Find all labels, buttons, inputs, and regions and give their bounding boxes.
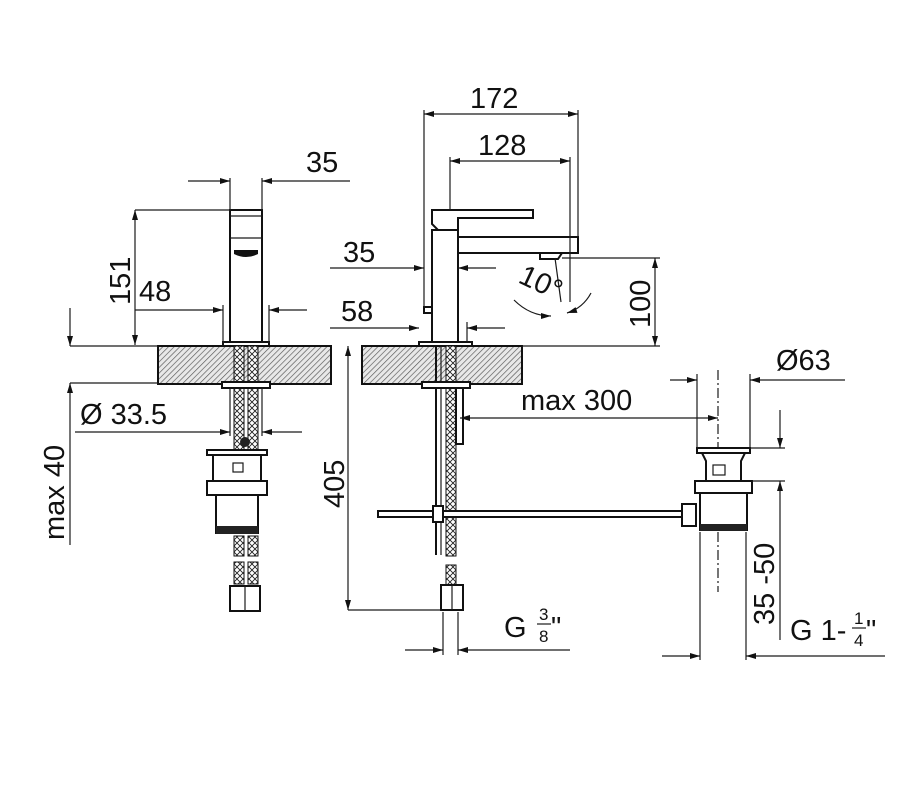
dimension-height: 151	[105, 209, 230, 345]
label-48: 48	[139, 276, 171, 308]
waste-valve	[694, 370, 753, 592]
label-fraction-num: 3	[539, 605, 548, 624]
dimension-waste-diameter: Ø63	[670, 345, 845, 448]
dimension-spout-reach: 128	[449, 130, 571, 302]
dimension-base-width: 48	[135, 276, 307, 345]
hoses-side	[206, 345, 271, 612]
pop-up-rod	[377, 503, 697, 527]
label-172: 172	[470, 83, 518, 115]
dimension-adjust-range: 35 -50	[749, 410, 785, 640]
label-35: 35	[306, 147, 338, 179]
label-58: 58	[341, 296, 373, 328]
hoses-front	[421, 345, 471, 611]
label-inch: "	[551, 612, 561, 644]
label-g: G	[504, 612, 527, 644]
label-max-300: max 300	[521, 385, 632, 417]
label-10-degrees: 10°	[514, 259, 567, 307]
dimension-hose-length: 405	[319, 346, 441, 611]
dimension-spout-angle: 10°	[513, 257, 592, 319]
label-inch: "	[866, 615, 876, 647]
label-128: 128	[478, 130, 526, 162]
faucet-side	[222, 209, 270, 348]
dimension-body-width: 35	[330, 237, 496, 271]
label-fraction-den: 4	[854, 631, 863, 650]
label-hole-diameter: Ø 33.5	[80, 399, 167, 431]
dimension-waste-distance: max 300	[460, 385, 718, 421]
dimension-connection-thread: G 3 8 "	[405, 605, 570, 655]
dimension-counter-thickness: max 40	[39, 308, 158, 545]
faucet-front	[418, 209, 579, 348]
front-view: 172 128 35 58 10°	[319, 83, 885, 660]
dimension-overall-length: 172	[423, 83, 579, 307]
dimension-base-width: 58	[330, 296, 505, 342]
label-35: 35	[343, 237, 375, 269]
dimension-spout-width: 35	[188, 147, 350, 210]
label-g-1: G 1-	[790, 615, 846, 647]
dimension-hole-diameter: Ø 33.5	[75, 388, 302, 436]
side-view: 35 151 48 max 40 Ø	[39, 147, 350, 612]
label-35-50: 35 -50	[749, 543, 781, 625]
dimension-waste-thread: G 1- 1 4 "	[662, 532, 885, 660]
dimension-spout-height: 100	[522, 257, 660, 347]
label-max-40: max 40	[39, 445, 71, 540]
label-151: 151	[105, 257, 137, 305]
label-fraction-den: 8	[539, 627, 548, 646]
label-100: 100	[625, 280, 657, 328]
counter-slab	[361, 345, 523, 385]
label-fraction-num: 1	[854, 609, 863, 628]
label-diameter-63: Ø63	[776, 345, 831, 377]
label-405: 405	[319, 460, 351, 508]
